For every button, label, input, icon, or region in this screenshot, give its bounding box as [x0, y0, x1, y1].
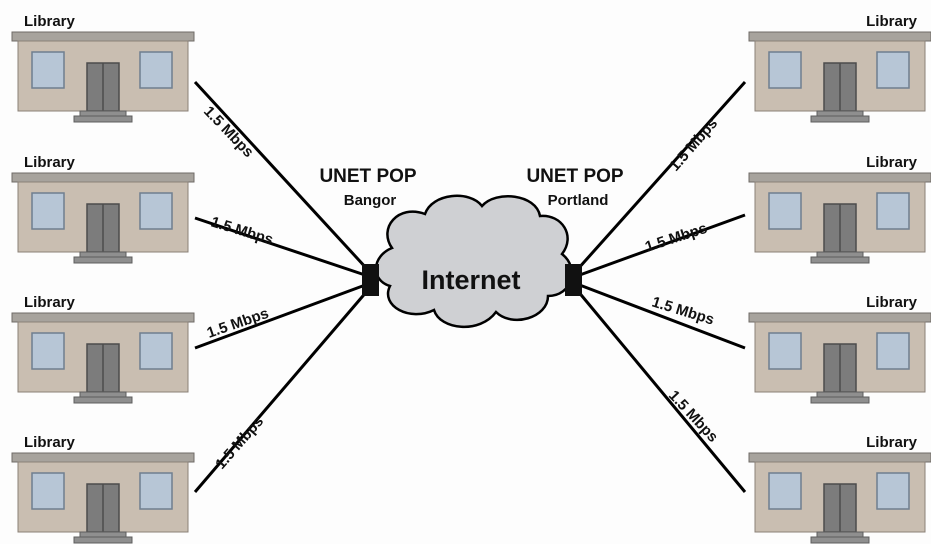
- step: [79, 110, 127, 117]
- library-label: Library: [866, 434, 918, 451]
- window: [768, 472, 802, 510]
- link-label: 1.5 Mbps: [643, 220, 709, 256]
- library-building: Library: [748, 154, 931, 264]
- link-line: [575, 81, 747, 271]
- link-line: [575, 289, 747, 493]
- library-label: Library: [24, 13, 76, 30]
- building-roof: [11, 172, 195, 183]
- step: [73, 536, 133, 544]
- link-line: [194, 282, 369, 350]
- step: [73, 396, 133, 404]
- step: [79, 391, 127, 398]
- window: [876, 472, 910, 510]
- building-roof: [11, 312, 195, 323]
- step: [73, 115, 133, 123]
- library-building: Library: [748, 434, 931, 544]
- library-label: Library: [866, 154, 918, 171]
- window: [768, 51, 802, 89]
- link-label: 1.5 Mbps: [200, 103, 257, 161]
- window: [139, 51, 173, 89]
- window: [768, 192, 802, 230]
- pop-city-portland: Portland: [548, 192, 609, 209]
- window: [768, 332, 802, 370]
- cloud-shape: [374, 194, 573, 328]
- pop-title-portland: UNET POP: [526, 166, 623, 187]
- right-links: [575, 81, 747, 493]
- window: [876, 192, 910, 230]
- library-building: Library: [11, 434, 195, 544]
- building-roof: [11, 452, 195, 463]
- link-line: [193, 80, 370, 272]
- building-roof: [11, 31, 195, 42]
- pop-router-portland: [565, 264, 582, 296]
- step: [79, 251, 127, 258]
- library-label: Library: [24, 434, 76, 451]
- pop-router-bangor: [362, 264, 379, 296]
- window: [139, 192, 173, 230]
- window: [31, 192, 65, 230]
- library-label: Library: [24, 294, 76, 311]
- window: [876, 332, 910, 370]
- library-label: Library: [24, 154, 76, 171]
- step: [816, 531, 864, 538]
- building-roof: [748, 172, 931, 183]
- link-label: 1.5 Mbps: [209, 214, 275, 249]
- window: [876, 51, 910, 89]
- pop-title-bangor: UNET POP: [319, 166, 416, 187]
- internet-cloud: Internet: [374, 194, 573, 328]
- step: [810, 256, 870, 264]
- step: [816, 251, 864, 258]
- step: [816, 110, 864, 117]
- step: [810, 396, 870, 404]
- library-building: Library: [11, 154, 195, 264]
- building-roof: [748, 31, 931, 42]
- library-label: Library: [866, 13, 918, 30]
- building-roof: [748, 452, 931, 463]
- library-building: Library: [748, 13, 931, 123]
- step: [79, 531, 127, 538]
- link-line: [193, 289, 370, 493]
- window: [31, 332, 65, 370]
- library-building: Library: [748, 294, 931, 404]
- step: [810, 115, 870, 123]
- libraries: LibraryLibraryLibraryLibraryLibraryLibra…: [11, 13, 931, 544]
- left-links: [193, 80, 370, 493]
- step: [810, 536, 870, 544]
- window: [139, 332, 173, 370]
- step: [816, 391, 864, 398]
- link-label: 1.5 Mbps: [212, 413, 267, 473]
- window: [139, 472, 173, 510]
- step: [73, 256, 133, 264]
- link-label: 1.5 Mbps: [666, 115, 721, 175]
- library-label: Library: [866, 294, 918, 311]
- building-roof: [748, 312, 931, 323]
- library-building: Library: [11, 13, 195, 123]
- pop-city-bangor: Bangor: [344, 192, 397, 209]
- link-label: 1.5 Mbps: [665, 387, 721, 446]
- internet-label: Internet: [421, 265, 520, 295]
- library-building: Library: [11, 294, 195, 404]
- link-line: [576, 213, 746, 278]
- window: [31, 51, 65, 89]
- link-label: 1.5 Mbps: [205, 305, 271, 342]
- link-line: [194, 216, 369, 278]
- window: [31, 472, 65, 510]
- link-line: [576, 282, 746, 350]
